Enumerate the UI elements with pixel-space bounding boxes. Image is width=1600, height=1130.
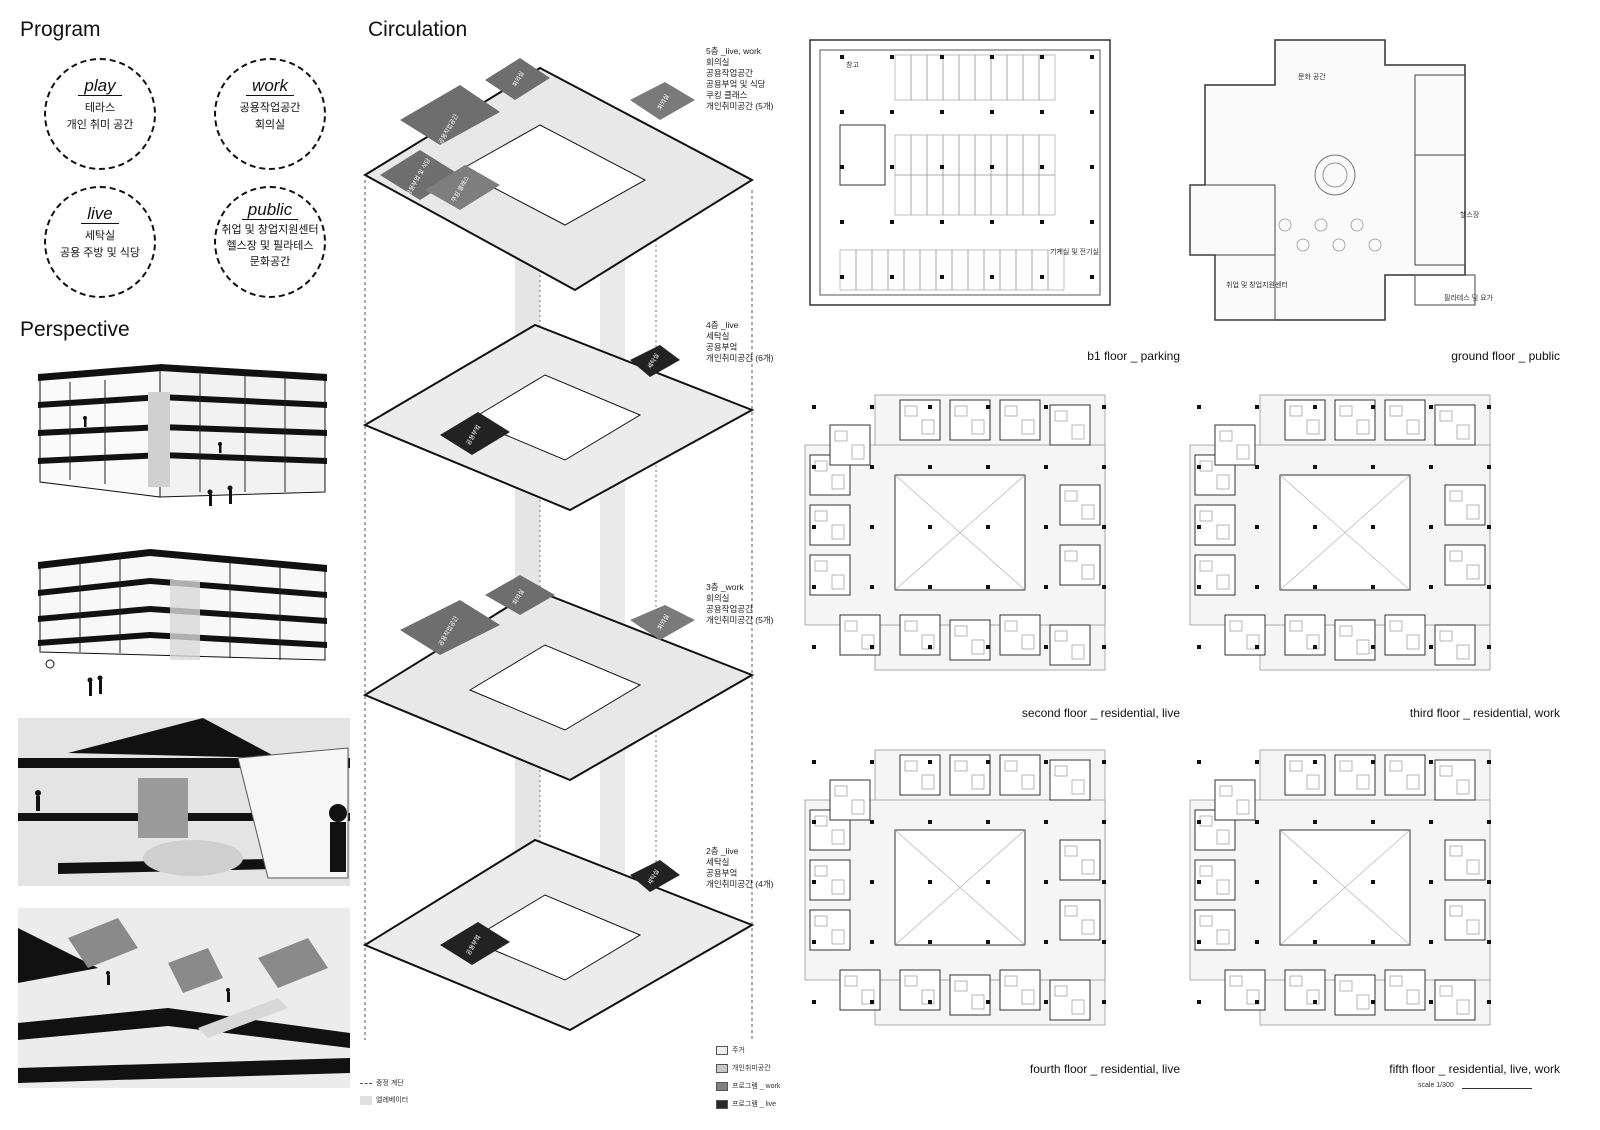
scale-label: scale 1/300: [1418, 1082, 1454, 1089]
plan-caption-fourth: fourth floor _ residential, live: [1029, 1062, 1180, 1076]
program-circle-line: 회의실: [254, 119, 286, 131]
circulation-title: Circulation: [368, 18, 468, 41]
program-circle-line: 취업 및 창업지원센터: [221, 224, 319, 236]
floor-line: 세탁실: [706, 857, 730, 867]
program-circle-line: 개인 취미 공간: [66, 119, 134, 131]
plan-second: [804, 394, 1106, 671]
plan-label: 헬스장: [1460, 212, 1480, 219]
floor-4-description: 4층 _live 세탁실 공용부엌 개인취미공간 (6개): [706, 320, 774, 364]
program-circle-work: work 공용작업공간 회의실: [214, 58, 326, 170]
plan-caption-second: second floor _ residential, live: [1021, 706, 1180, 720]
program-circle-line: 헬스장 및 필라테스: [226, 240, 314, 252]
legend-live: 프로그램 _ live: [716, 1099, 776, 1109]
floor-3-description: 3층 _work 회의실 공용작업공간 개인취미공간 (5개): [706, 582, 774, 626]
floor-title: 4층 _live: [706, 320, 739, 330]
floor-plans: [804, 39, 1491, 1026]
perspective-exterior-1: [30, 352, 330, 512]
elevator-swatch: [360, 1095, 372, 1105]
floor-line: 회의실: [706, 593, 730, 603]
plan-caption-third: third floor _ residential, work: [1409, 706, 1560, 720]
floor-line: 공용부엌 및 식당: [706, 79, 766, 89]
plan-caption-b1: b1 floor _ parking: [1087, 349, 1180, 363]
floor-line: 회의실: [706, 57, 730, 67]
program-circle-title: public: [241, 200, 299, 220]
floor-title: 3층 _work: [706, 582, 744, 592]
floor-title: 5층 _live, work: [706, 46, 762, 56]
floor-4-slab: [362, 323, 755, 512]
legend-work: 프로그램 _ work: [716, 1081, 780, 1091]
floor-line: 공용작업공간: [706, 68, 753, 78]
plan-fourth: [804, 749, 1106, 1026]
legend-label: 주거: [732, 1047, 745, 1054]
program-title: Program: [20, 18, 101, 41]
floor-2-description: 2층 _live 세탁실 공용부엌 개인취미공간 (4개): [706, 846, 774, 890]
program-circle-title: play: [78, 76, 122, 96]
hobby-swatch: [716, 1063, 728, 1073]
plan-third: [1189, 394, 1491, 671]
legend-stair: 중정 계단: [360, 1078, 404, 1088]
plan-label: 필라테스 및 요가: [1444, 295, 1493, 302]
program-circle-public: public 취업 및 창업지원센터 헬스장 및 필라테스 문화공간: [214, 186, 326, 298]
floor-line: 개인취미공간 (6개): [706, 353, 774, 363]
plan-label: 창고: [846, 62, 859, 69]
program-circle-line: 세탁실: [84, 230, 116, 242]
legend-residence: 주거: [716, 1045, 745, 1055]
legend-label: 개인취미공간: [732, 1065, 771, 1072]
floor-line: 개인취미공간 (4개): [706, 879, 774, 889]
legend-label: 엘레베이터: [376, 1097, 409, 1104]
legend-hobby: 개인취미공간: [716, 1063, 771, 1073]
floor-5-slab: [363, 58, 755, 292]
plan-caption-ground: ground floor _ public: [1451, 349, 1560, 363]
plan-ground: [1189, 39, 1476, 321]
program-circle-line: 공용 주방 및 식당: [59, 247, 140, 259]
legend-label: 프로그램 _ live: [732, 1101, 777, 1108]
program-circle-play: play 테라스 개인 취미 공간: [44, 58, 156, 170]
program-circle-line: 문화공간: [249, 256, 291, 268]
legend-label: 중정 계단: [376, 1080, 404, 1087]
plan-label: 문화 공간: [1298, 74, 1326, 81]
plan-label: 기계실 및 전기실: [1050, 249, 1099, 256]
dash-swatch: [360, 1082, 372, 1084]
floor-line: 세탁실: [706, 331, 730, 341]
legend-label: 프로그램 _ work: [732, 1083, 781, 1090]
plan-label: 취업 및 창업지원센터: [1226, 282, 1288, 289]
perspective-interior-1: [18, 718, 350, 886]
scale-bar: [1462, 1080, 1532, 1089]
floor-line: 개인취미공간 (5개): [706, 615, 774, 625]
program-circle-live: live 세탁실 공용 주방 및 식당: [44, 186, 156, 298]
plan-fifth: [1189, 749, 1491, 1026]
floor-5-description: 5층 _live, work 회의실 공용작업공간 공용부엌 및 식당 쿠킹 클…: [706, 46, 774, 112]
program-circle-title: work: [246, 76, 294, 96]
program-circle-line: 공용작업공간: [239, 102, 301, 114]
floor-line: 공용작업공간: [706, 604, 753, 614]
perspective-exterior-2: [30, 540, 330, 700]
work-swatch: [716, 1081, 728, 1091]
floor-2-slab: [362, 838, 755, 1032]
residence-swatch: [716, 1045, 728, 1055]
program-circle-title: live: [81, 204, 119, 224]
plan-b1: [809, 39, 1111, 306]
legend-elevator: 엘레베이터: [360, 1095, 408, 1105]
live-swatch: [716, 1099, 728, 1109]
floor-line: 공용부엌: [706, 342, 738, 352]
plan-caption-fifth: fifth floor _ residential, live, work: [1389, 1062, 1560, 1076]
floor-line: 공용부엌: [706, 868, 738, 878]
perspective-interior-2: [18, 908, 350, 1088]
floor-line: 쿠킹 클래스: [706, 90, 748, 100]
program-circle-line: 테라스: [84, 102, 116, 114]
floor-line: 개인취미공간 (5개): [706, 101, 774, 111]
circulation-diagram: 공용작업공간 회의실 회의실 공용부엌 및 식당 쿠킹 클래스 공용부엌 세탁실…: [360, 40, 770, 1095]
perspective-title: Perspective: [20, 318, 130, 341]
floor-title: 2층 _live: [706, 846, 739, 856]
floor-3-slab: [362, 575, 755, 782]
